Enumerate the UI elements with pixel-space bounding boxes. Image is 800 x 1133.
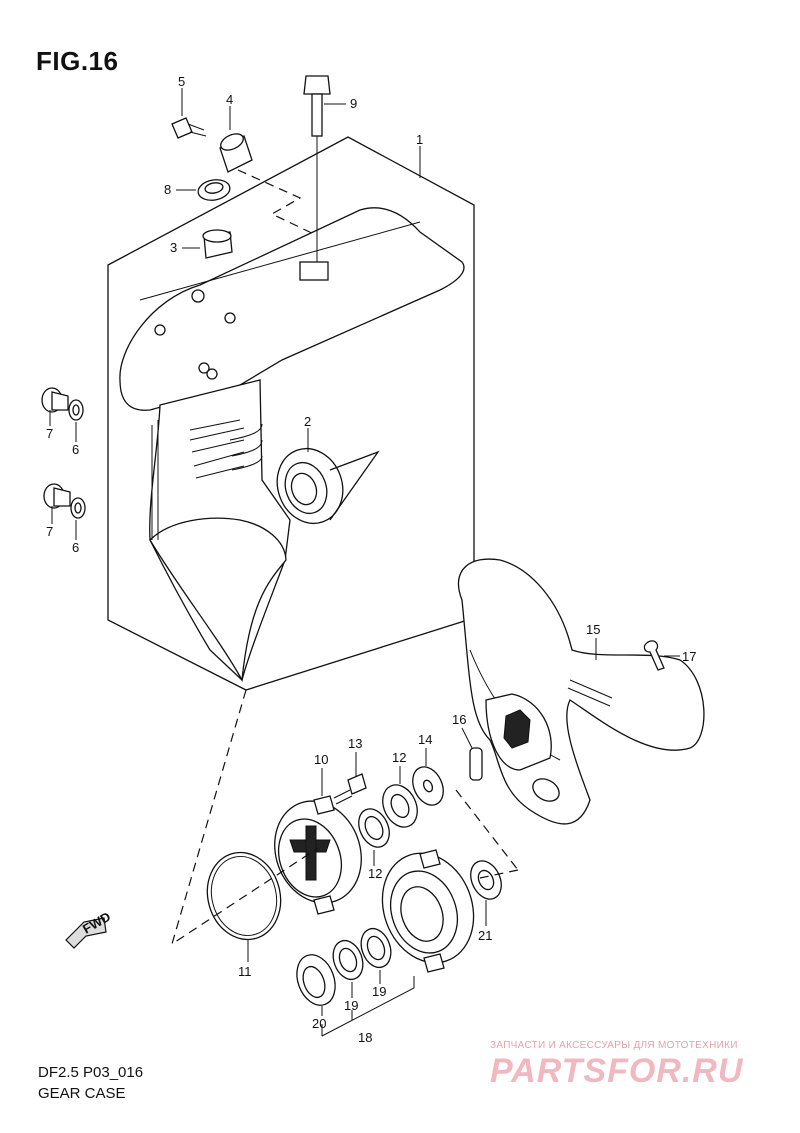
callout-5: 5	[178, 74, 185, 89]
callout-20: 20	[312, 1016, 326, 1031]
seal-part-12-upper	[382, 784, 418, 828]
callout-4: 4	[226, 92, 233, 107]
model-code: DF2.5 P03_016	[38, 1064, 144, 1081]
callout-9: 9	[350, 96, 357, 111]
washer-part-6-upper	[68, 399, 84, 421]
washer-part-6-lower	[70, 497, 86, 519]
callout-6-upper: 6	[72, 442, 79, 457]
callout-21: 21	[478, 928, 492, 943]
figure-title: FIG.16	[36, 46, 119, 76]
propeller-part-15	[457, 558, 705, 825]
callout-19-left: 19	[344, 998, 358, 1013]
callout-18: 18	[358, 1030, 372, 1045]
callout-6-lower: 6	[72, 540, 79, 555]
watermark-logo: PARTSFOR.RU	[490, 1052, 744, 1090]
bolt-part-13	[333, 773, 367, 805]
plug-part-7-upper	[41, 387, 69, 413]
bearing-part-20	[296, 954, 336, 1006]
callout-10: 10	[314, 752, 328, 767]
cotter-pin-part-17	[643, 640, 665, 671]
leader-dashed-shaft	[455, 789, 519, 871]
leader-dashed-top	[237, 169, 319, 237]
callout-leaders	[49, 88, 680, 1016]
callout-12-upper: 12	[392, 750, 406, 765]
housing-part-10	[274, 795, 362, 915]
callout-13: 13	[348, 736, 362, 751]
fwd-direction-arrow: FWD	[65, 909, 113, 949]
callout-14: 14	[418, 732, 432, 747]
callout-3: 3	[170, 240, 177, 255]
seal-part-21-small	[470, 860, 502, 900]
pin-part-16	[469, 747, 483, 781]
seal-part-8	[197, 179, 231, 201]
washer-part-14	[412, 766, 444, 806]
callout-11: 11	[238, 964, 252, 979]
seal-part-19-right	[360, 927, 392, 969]
leader-dashed-right	[479, 869, 519, 879]
callout-16: 16	[452, 712, 466, 727]
callout-19-right: 19	[372, 984, 386, 999]
gear-case-body	[119, 207, 465, 683]
watermark-tagline: ЗАПЧАСТИ И АКСЕССУАРЫ ДЛЯ МОТОТЕХНИКИ	[490, 1040, 738, 1051]
collar-part-4	[219, 133, 253, 173]
callout-15: 15	[586, 622, 600, 637]
bolt-part-9	[303, 75, 331, 262]
section-name: GEAR CASE	[38, 1085, 126, 1102]
seal-part-19-left	[332, 939, 364, 981]
leader-dashed-lower	[170, 689, 319, 946]
callout-8: 8	[164, 182, 171, 197]
seal-part-12-lower	[358, 808, 390, 848]
callout-labels: 1 2 3 4 5 6 6 7 7 8 9 10 11 12 12 13 14 …	[46, 74, 696, 1045]
callout-2: 2	[304, 414, 311, 429]
callout-7-upper: 7	[46, 426, 53, 441]
callout-1: 1	[416, 132, 423, 147]
bolt-part-5	[171, 117, 207, 139]
plug-part-7-lower	[43, 483, 71, 509]
callout-17: 17	[682, 649, 696, 664]
housing-part-21	[381, 849, 475, 973]
callout-12-lower: 12	[368, 866, 382, 881]
bearing-part-2	[276, 448, 344, 524]
group-bracket-18	[321, 976, 415, 1037]
bushing-part-3	[202, 229, 233, 259]
callout-7-lower: 7	[46, 524, 53, 539]
